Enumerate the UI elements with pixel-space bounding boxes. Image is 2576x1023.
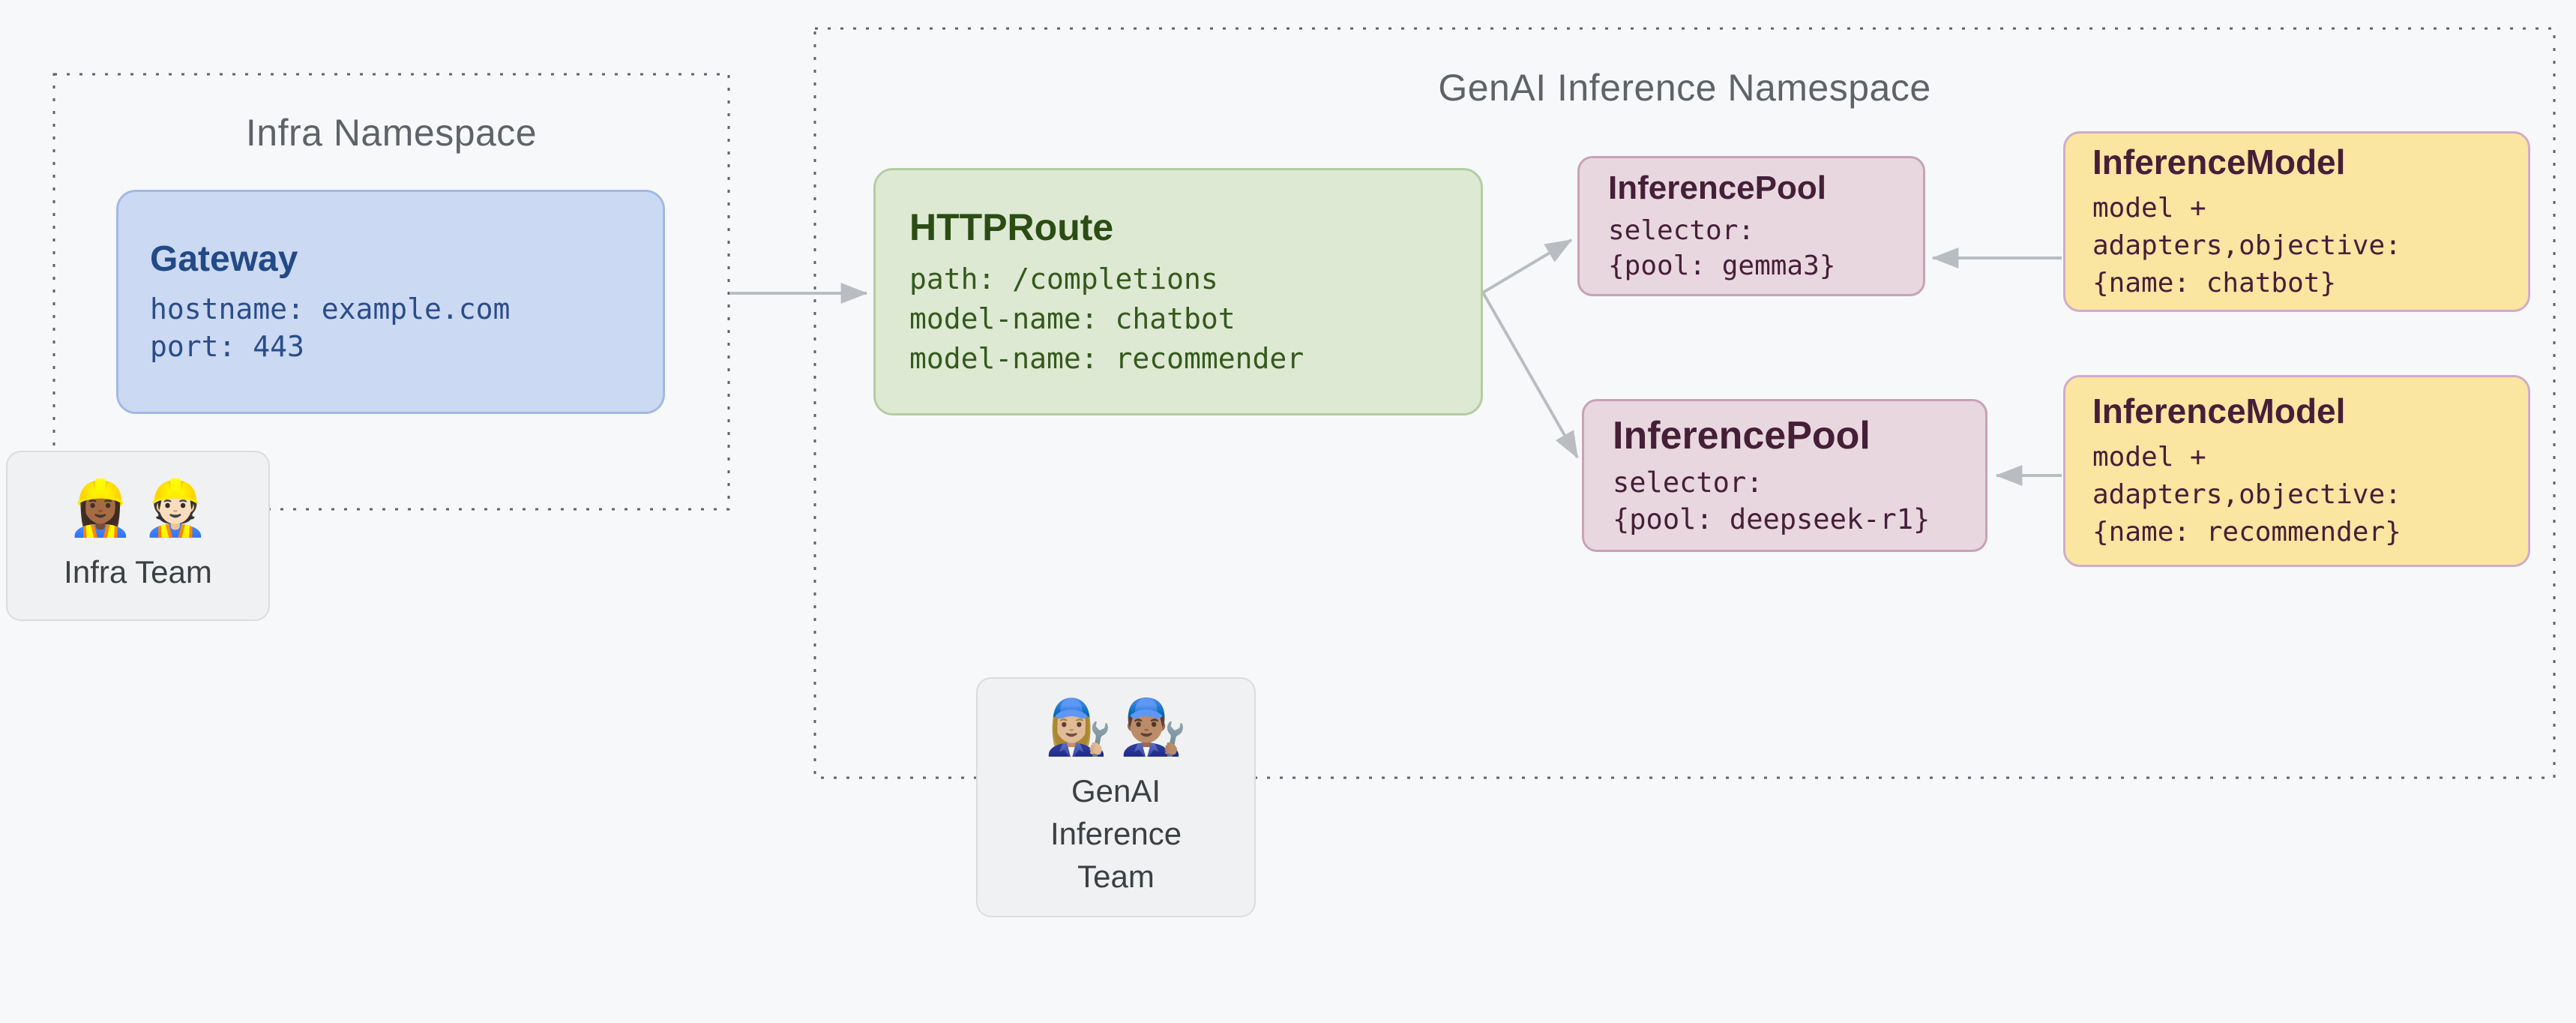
inferencepool-deepseek-node: InferencePool selector: {pool: deepseek-… <box>1582 399 1987 552</box>
httproute-path-line: path: /completions <box>909 262 1218 296</box>
inferencepool-gemma3-node: InferencePool selector: {pool: gemma3} <box>1577 156 1925 296</box>
gateway-node-title: Gateway <box>150 239 298 279</box>
infra-team-card: 👷🏾‍♀️ 👷🏻 Infra Team <box>6 451 270 621</box>
infra-namespace-border <box>52 73 730 511</box>
man-mechanic-icon: 👨🏽‍🔧 <box>1119 697 1188 758</box>
genai-namespace-title: GenAI Inference Namespace <box>1438 67 1931 109</box>
inferencepool-deepseek-title: InferencePool <box>1613 414 1871 458</box>
man-construction-worker-icon: 👷🏻 <box>142 478 209 538</box>
inferencemodel-chatbot-model-line: model + <box>2092 192 2206 224</box>
genai-team-label: GenAI Inference Team <box>1050 772 1182 894</box>
inferencemodel-recommender-node: InferenceModel model + adapters,objectiv… <box>2063 375 2530 567</box>
genai-inference-team-card: 👩🏼‍🔧 👨🏽‍🔧 GenAI Inference Team <box>976 677 1256 917</box>
inferencemodel-recommender-adapters-line: adapters,objective: <box>2092 479 2401 510</box>
woman-mechanic-icon: 👩🏼‍🔧 <box>1044 697 1113 758</box>
arrow-httproute-to-pool-deepseek <box>1481 292 1579 459</box>
infra-team-emoji-row: 👷🏾‍♀️ 👷🏻 <box>67 478 208 538</box>
inferencepool-gemma3-title: InferencePool <box>1608 169 1826 206</box>
inferencemodel-chatbot-node: InferenceModel model + adapters,objectiv… <box>2063 131 2530 312</box>
inferencepool-deepseek-selector-line: selector: <box>1613 466 1763 499</box>
httproute-node-title: HTTPRoute <box>909 206 1114 248</box>
genai-team-emoji-row: 👩🏼‍🔧 👨🏽‍🔧 <box>1045 698 1187 758</box>
gateway-node: Gateway hostname: example.com port: 443 <box>116 190 665 414</box>
inferencepool-gemma3-selector-line: selector: <box>1608 214 1755 246</box>
httproute-node: HTTPRoute path: /completions model-name:… <box>873 168 1483 416</box>
infra-team-label: Infra Team <box>64 554 212 590</box>
gateway-port-line: port: 443 <box>150 330 304 363</box>
infra-namespace-title: Infra Namespace <box>245 112 538 154</box>
inferencepool-gemma3-pool-line: {pool: gemma3} <box>1608 250 1836 281</box>
woman-construction-worker-icon: 👷🏾‍♀️ <box>67 478 134 538</box>
inferencemodel-recommender-name-line: {name: recommender} <box>2092 517 2401 548</box>
arrow-httproute-to-pool-gemma3 <box>1481 238 1573 294</box>
gateway-hostname-line: hostname: example.com <box>150 292 511 326</box>
inferencemodel-chatbot-adapters-line: adapters,objective: <box>2092 230 2401 261</box>
inferencemodel-recommender-title: InferenceModel <box>2092 392 2346 430</box>
httproute-model-chatbot-line: model-name: chatbot <box>909 302 1236 335</box>
genai-namespace-border <box>813 27 2556 779</box>
inferencemodel-recommender-model-line: model + <box>2092 442 2206 472</box>
inferencemodel-chatbot-title: InferenceModel <box>2092 142 2346 182</box>
inferencemodel-chatbot-name-line: {name: chatbot} <box>2092 267 2337 298</box>
inferencepool-deepseek-pool-line: {pool: deepseek-r1} <box>1613 503 1931 536</box>
httproute-model-recommender-line: model-name: recommender <box>909 341 1304 375</box>
